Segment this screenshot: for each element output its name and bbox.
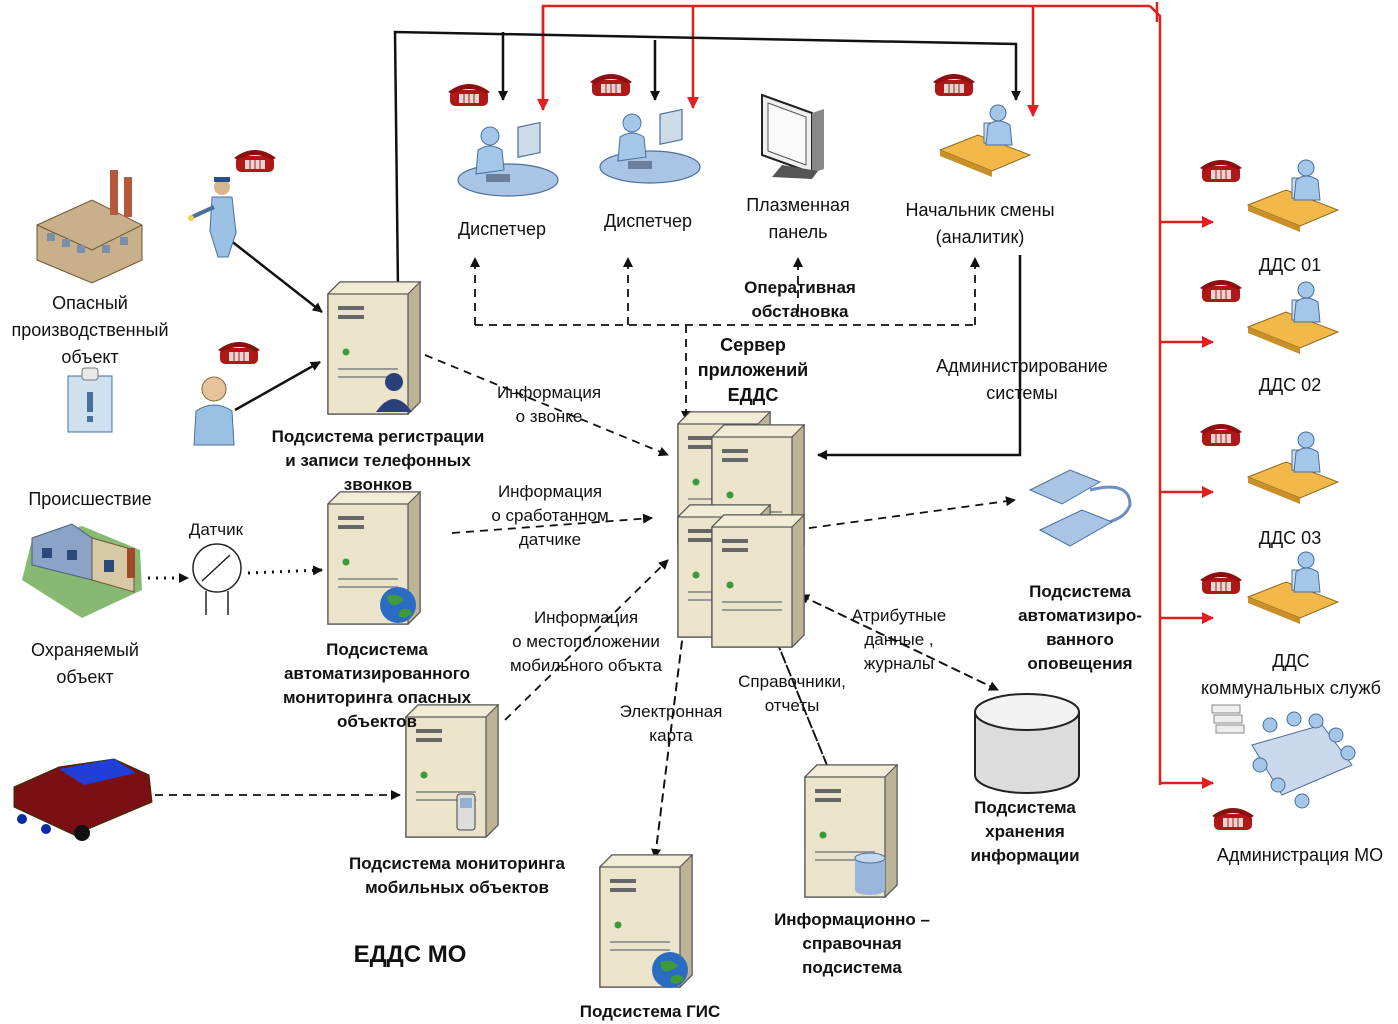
- storage-cylinder-icon: [974, 693, 1080, 794]
- globe-icon: [380, 587, 416, 623]
- dds03-desk-icon: [1247, 431, 1339, 505]
- dispatcher1-label: Диспетчер: [457, 219, 547, 239]
- phone-icon-dds-util: [1199, 571, 1243, 595]
- phone-icon-dds01: [1199, 159, 1243, 183]
- dds03-label: ДДС 03: [1258, 528, 1322, 548]
- call-subsystem-user-icon: [376, 373, 412, 412]
- sensor-gauge-icon: [192, 543, 242, 615]
- person-icon: [193, 376, 235, 446]
- dispatcher2-label: Диспетчер: [603, 211, 693, 231]
- red-notification-lines: [537, 2, 1214, 789]
- phone-icon-dds03: [1199, 423, 1243, 447]
- dds02-desk-icon: [1247, 281, 1339, 355]
- dotted-lines: [148, 565, 323, 583]
- dds01-label: ДДС 01: [1258, 255, 1322, 275]
- call-subsystem-server-icon: [327, 281, 421, 415]
- dds02-label: ДДС 02: [1258, 375, 1322, 395]
- dds01-desk-icon: [1247, 159, 1339, 233]
- phone-icon-dispatcher1: [447, 83, 491, 107]
- phone-icon-dds02: [1199, 279, 1243, 303]
- notification-phones-icon: [1028, 469, 1132, 547]
- gis-subsystem-label: Подсистема ГИС: [579, 1002, 721, 1021]
- phone-icon-person: [217, 341, 261, 365]
- dds-util-desk-icon: [1247, 551, 1339, 625]
- phone-icon-chief: [932, 73, 976, 97]
- factory-icon: [36, 170, 143, 284]
- database-icon: [854, 852, 886, 895]
- car-icon: [13, 758, 153, 841]
- mobile-phone-icon: [456, 793, 476, 831]
- phone-icon-admin: [1211, 807, 1255, 831]
- plasma-panel-icon: [761, 93, 824, 179]
- black-solid-lines: [229, 30, 1022, 460]
- shift-chief-label: Начальник смены(аналитик): [905, 200, 1055, 247]
- dispatcher1-workstation-icon: [457, 121, 559, 197]
- dispatcher2-workstation-icon: [599, 108, 701, 184]
- phone-icon-dispatcher2: [589, 73, 633, 97]
- incident-clipboard-icon: [67, 367, 113, 433]
- phone-icon-guard: [233, 149, 277, 173]
- reference-reports-edge-label: Справочники,отчеты: [738, 672, 846, 715]
- guard-icon: [188, 177, 237, 258]
- incident-label: Происшествие: [28, 489, 152, 509]
- central-server-cluster-icon: [677, 411, 805, 648]
- meeting-table-icon: [1211, 704, 1356, 809]
- gis-globe-icon: [652, 952, 688, 988]
- protected-house-icon: [22, 523, 142, 618]
- admin-mo-label: Администрация МО: [1216, 845, 1384, 865]
- diagram-title: ЕДДС МО: [353, 941, 467, 968]
- sensor-label: Датчик: [188, 520, 244, 539]
- shift-chief-desk-icon: [939, 104, 1031, 178]
